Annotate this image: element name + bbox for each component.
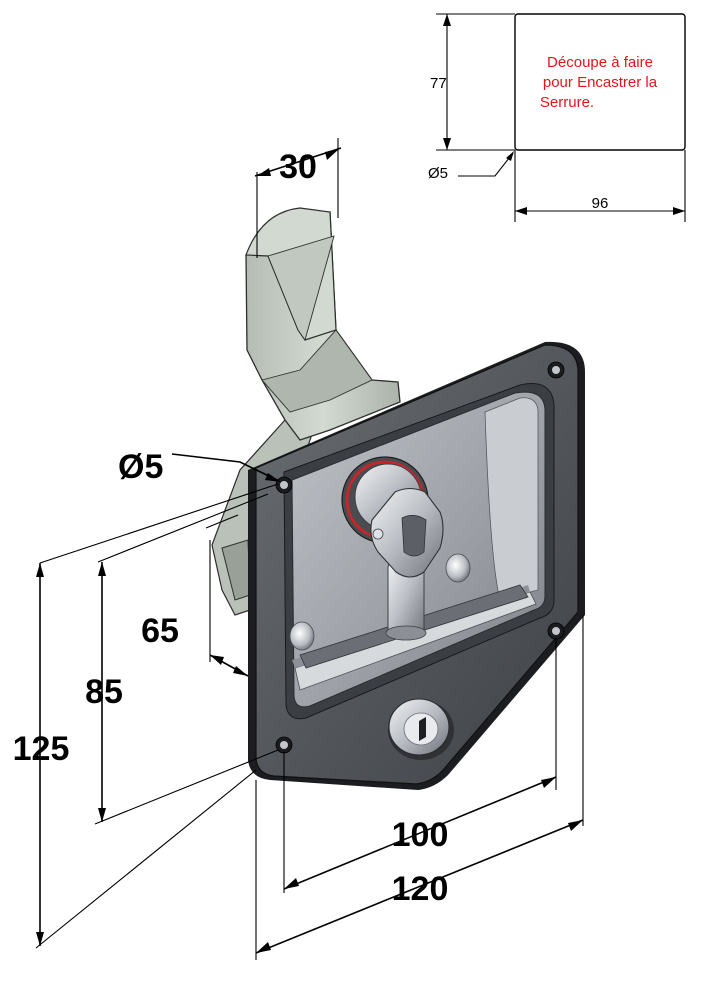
dim-100-line — [283, 776, 557, 890]
pivot-pin — [372, 528, 384, 540]
recess-boss-right — [445, 553, 471, 583]
arrow-head — [443, 14, 451, 26]
recess-boss-left — [289, 621, 315, 651]
dim-vertical-spacing-label: 85 — [85, 673, 123, 711]
cutout-hole-leader — [458, 152, 514, 177]
dimension-lines: 30 Ø5 65 85 125 100 — [13, 138, 584, 960]
cutout-note-line1: Découpe à faire — [547, 54, 653, 71]
arrow-head — [568, 820, 583, 831]
cutout-width-label: 96 — [592, 195, 609, 212]
mounting-hole-bottom-right — [547, 622, 565, 640]
arrow-head — [541, 777, 556, 788]
pivot-slot — [401, 515, 427, 557]
dim-cam-width-label: 30 — [279, 148, 317, 186]
cam-chamfer — [267, 235, 335, 342]
ext-line-bottom-85 — [94, 749, 279, 825]
dim-hole-label: Ø5 — [118, 448, 163, 486]
ext-line-bottom-125 — [35, 769, 257, 949]
mounting-hole-top-left — [275, 476, 293, 494]
arrow-head — [265, 473, 281, 482]
dim-horizontal-spacing-label: 100 — [392, 816, 449, 854]
mounting-hole-top-right — [547, 361, 565, 379]
key-slot — [419, 717, 426, 741]
arrow-head — [325, 149, 339, 160]
stem-base — [385, 625, 427, 641]
arrow-head — [256, 942, 271, 953]
cutout-detail: Découpe à faire pour Encastrer la Serrur… — [428, 13, 686, 222]
ext-line-top-85 — [97, 493, 269, 563]
mounting-hole-bottom-left — [275, 736, 293, 754]
arrow-head — [210, 655, 224, 665]
arrow-head — [443, 138, 451, 150]
dim-depth-label: 65 — [141, 612, 179, 650]
arrow-head — [673, 207, 685, 215]
dim-total-height-label: 125 — [13, 730, 70, 768]
arrow-head — [284, 878, 299, 889]
cutout-note-line3: Serrure. — [540, 94, 594, 111]
ext-line-depth — [205, 514, 239, 529]
arrow-head — [98, 808, 106, 822]
cutout-note-line2: pour Encastrer la — [543, 74, 658, 91]
arrow-head — [36, 932, 44, 946]
cutout-hole-label: Ø5 — [428, 165, 448, 182]
dim-total-width-label: 120 — [392, 870, 449, 908]
arrow-head — [233, 666, 248, 676]
dim-hole-leader — [171, 453, 280, 482]
lock-plate — [248, 341, 585, 790]
arrow-head — [36, 563, 44, 577]
arrow-head — [98, 562, 106, 576]
cutout-rectangle — [514, 13, 686, 151]
arrow-head — [257, 168, 271, 176]
cam-bend — [261, 329, 373, 413]
arrow-head — [506, 151, 514, 161]
arrow-head — [515, 207, 527, 215]
cutout-height-label: 77 — [430, 75, 447, 92]
dim-120-line — [255, 819, 584, 954]
ext-line-top-125 — [39, 483, 279, 564]
